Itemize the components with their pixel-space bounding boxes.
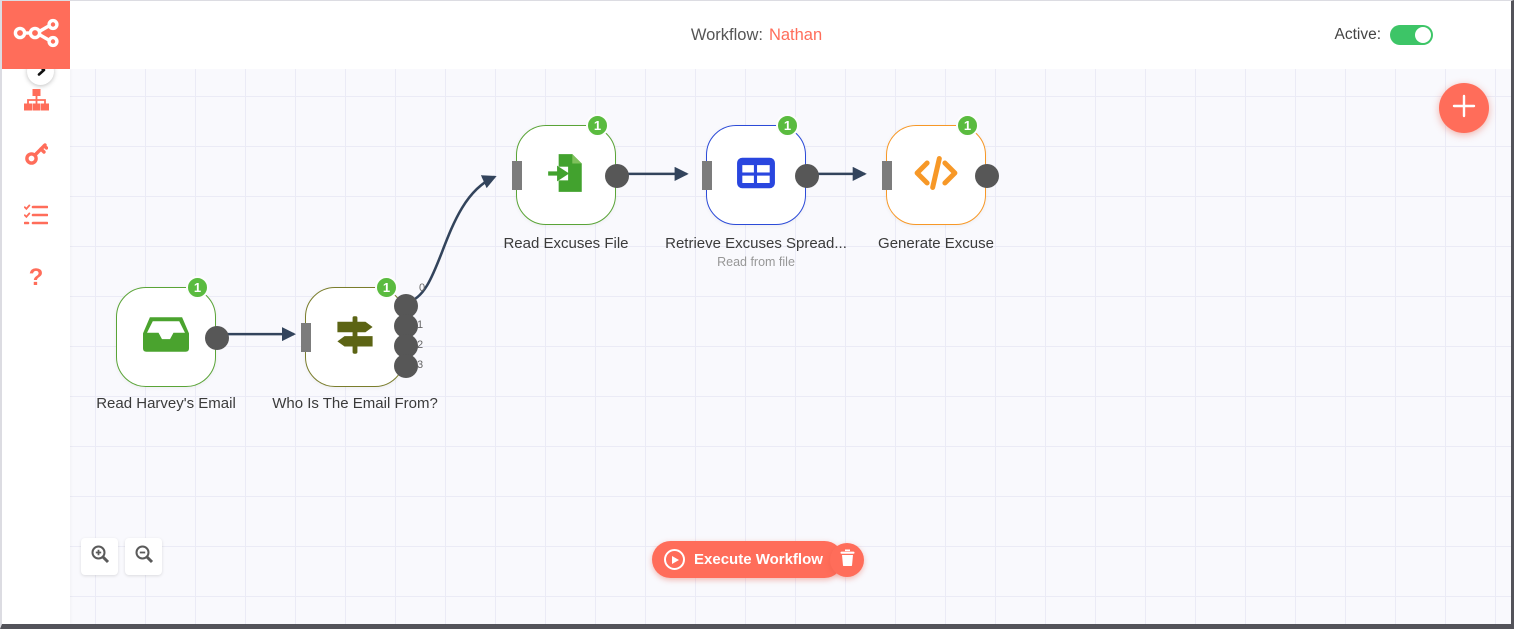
node-read-harveys-email[interactable]: 1 xyxy=(116,276,229,387)
zoom-out-button[interactable] xyxy=(125,538,162,575)
sidebar: ? xyxy=(2,58,70,624)
trash-icon xyxy=(840,549,855,571)
node-title: Retrieve Excuses Spread... xyxy=(665,235,847,252)
items-count-badge: 1 xyxy=(186,276,209,299)
input-endpoint[interactable] xyxy=(882,161,892,190)
zoom-out-icon xyxy=(134,544,154,569)
file-import-icon xyxy=(545,152,587,199)
node-who-is-the-email-from[interactable]: 1 xyxy=(301,276,418,387)
n8n-logo-icon xyxy=(13,18,59,53)
node-title: Generate Excuse xyxy=(878,235,994,252)
output-endpoint-3[interactable] xyxy=(394,354,418,378)
input-endpoint[interactable] xyxy=(512,161,522,190)
output-label-1: 1 xyxy=(417,319,424,331)
input-endpoint[interactable] xyxy=(702,161,712,190)
play-icon xyxy=(664,549,685,570)
spreadsheet-icon xyxy=(736,156,776,195)
node-title: Read Excuses File xyxy=(503,235,629,252)
question-mark-icon: ? xyxy=(28,264,44,291)
sidebar-item-help[interactable]: ? xyxy=(23,264,49,291)
items-count-badge: 1 xyxy=(586,114,609,137)
add-node-button[interactable] xyxy=(1439,83,1489,133)
delete-workflow-button[interactable] xyxy=(830,543,864,577)
sidebar-item-workflows[interactable] xyxy=(23,88,49,116)
checklist-icon xyxy=(23,204,49,231)
workflow-title[interactable]: Workflow: Nathan xyxy=(691,1,822,69)
execute-workflow-button[interactable]: Execute Workflow xyxy=(652,541,843,578)
signpost-icon xyxy=(333,313,377,362)
items-count-badge: 1 xyxy=(776,114,799,137)
code-icon xyxy=(913,153,959,198)
plus-icon xyxy=(1451,93,1477,124)
workflow-canvas[interactable]: 1 Read Harvey's Email 1 xyxy=(70,69,1511,624)
output-label-3: 3 xyxy=(417,359,424,371)
output-endpoint[interactable] xyxy=(795,164,819,188)
node-title: Read Harvey's Email xyxy=(96,395,236,412)
node-generate-excuse[interactable]: 1 xyxy=(882,114,999,225)
top-bar: Workflow: Nathan Active: xyxy=(2,1,1511,69)
zoom-in-icon xyxy=(90,544,110,569)
node-retrieve-excuses-spreadsheet[interactable]: 1 xyxy=(702,114,819,225)
node-read-excuses-file[interactable]: 1 xyxy=(512,114,629,225)
node-subtitle: Read from file xyxy=(717,255,795,269)
items-count-badge: 1 xyxy=(375,276,398,299)
sitemap-icon xyxy=(23,88,49,116)
node-title: Who Is The Email From? xyxy=(272,395,438,412)
app-logo[interactable] xyxy=(2,1,70,69)
output-endpoint[interactable] xyxy=(605,164,629,188)
output-label-2: 2 xyxy=(417,339,424,351)
workflow-label: Workflow: xyxy=(690,25,763,44)
output-endpoint[interactable] xyxy=(205,326,229,350)
sidebar-item-executions[interactable] xyxy=(23,204,49,230)
workflow-name[interactable]: Nathan xyxy=(768,25,823,44)
input-endpoint[interactable] xyxy=(301,323,311,352)
items-count-badge: 1 xyxy=(956,114,979,137)
key-icon xyxy=(24,142,49,171)
active-control: Active: xyxy=(1334,1,1433,69)
toggle-knob xyxy=(1415,27,1431,43)
zoom-in-button[interactable] xyxy=(81,538,118,575)
active-label: Active: xyxy=(1334,26,1381,43)
inbox-icon xyxy=(143,316,189,358)
execute-workflow-label: Execute Workflow xyxy=(694,551,823,568)
connection-switch0-to-readfile xyxy=(406,175,497,304)
output-endpoint[interactable] xyxy=(975,164,999,188)
active-toggle[interactable] xyxy=(1390,25,1433,45)
output-label-0: 0 xyxy=(419,282,426,294)
sidebar-item-credentials[interactable] xyxy=(23,142,49,171)
